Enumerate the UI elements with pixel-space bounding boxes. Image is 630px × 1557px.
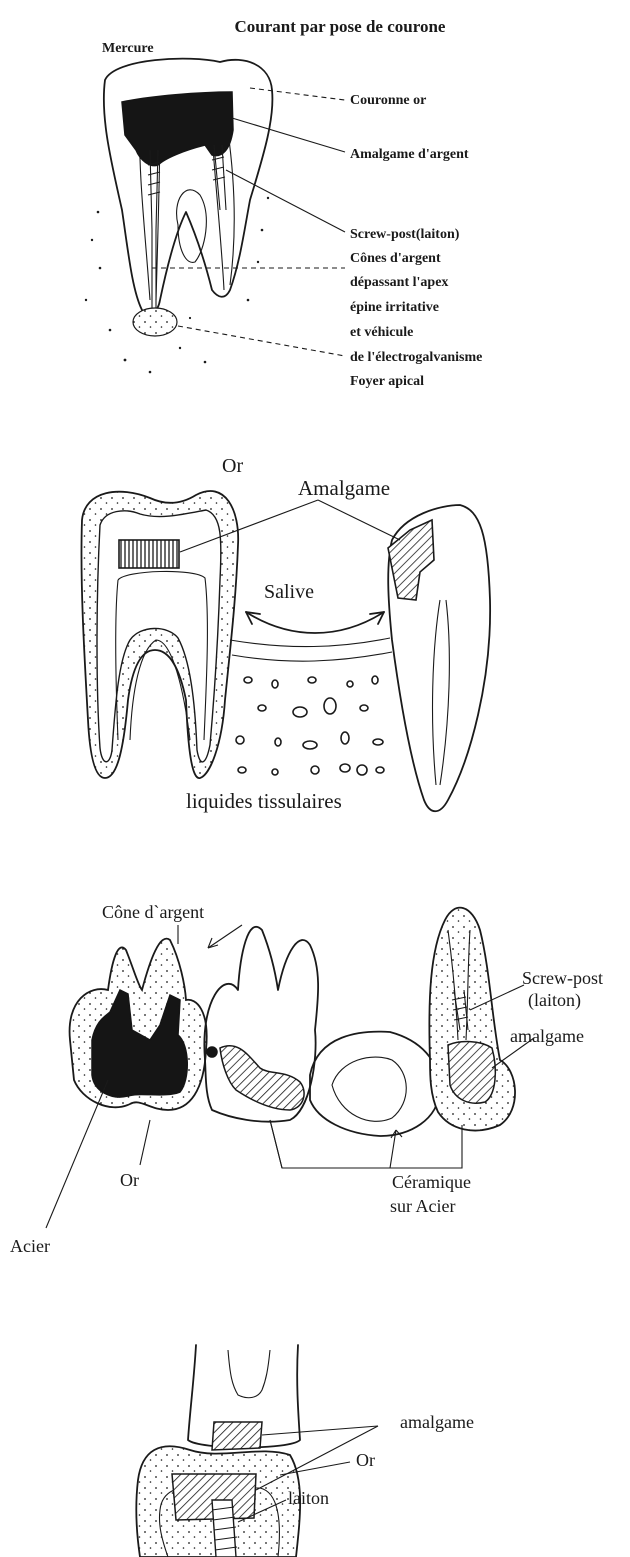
fig1-leader-foyer [178, 326, 345, 356]
fig3-arrow-ceramique [270, 1120, 402, 1168]
fig3-amalgame-label: amalgame [510, 1026, 584, 1046]
fig3-amalgam-middle [220, 1046, 304, 1110]
figure-3: Cône d`argent Screw-post (laiton) amalga… [10, 902, 603, 1256]
fig1-amalgam-core [122, 92, 233, 166]
fig1-label-couronne: Couronne or [350, 93, 426, 108]
fig3-leader-or [140, 1120, 150, 1165]
fig3-cone-label: Cône d`argent [102, 902, 204, 922]
fig3-ceramique-label: Céramique [392, 1172, 471, 1192]
fig3-laiton-label: (laiton) [528, 990, 581, 1011]
fig1-label-amalgame: Amalgame d'argent [350, 147, 469, 162]
fig2-premolar-pulp [433, 600, 450, 785]
fig3-amalgam-spot [207, 1047, 217, 1057]
fig4-laiton-label: laiton [288, 1488, 329, 1508]
fig1-label-apex: dépassant l'apex [350, 275, 448, 290]
fig2-liquides-label: liquides tissulaires [186, 789, 342, 813]
fig2-salive-label: Salive [264, 581, 314, 603]
fig1-leader-couronne [250, 88, 345, 100]
fig1-label-electro: de l'électrogalvanisme [350, 350, 482, 365]
fig1-specks [85, 197, 269, 374]
fig2-amalgame-label: Amalgame [298, 476, 390, 500]
fig3-or-label: Or [120, 1170, 139, 1190]
fig1-leader-screw [226, 170, 345, 232]
fig3-leader-acier [46, 1080, 108, 1228]
fig1-label-epine: épine irritative [350, 300, 439, 315]
fig1-mercure-label: Mercure [102, 41, 154, 56]
fig2-gingiva-line [230, 638, 390, 647]
fig4-amalgame-label: amalgame [400, 1412, 474, 1432]
fig2-gold-inlay [119, 540, 179, 568]
fig2-tissue-blobs [236, 676, 384, 775]
fig2-amalgam-filling [388, 520, 434, 600]
fig3-acier-label: Acier [10, 1236, 50, 1256]
fig2-gingiva-line-2 [232, 652, 392, 661]
fig4-or-label: Or [356, 1450, 375, 1470]
fig4-upper-pulp [228, 1350, 270, 1398]
fig1-title: Courant par pose de courone [235, 17, 446, 36]
fig1-silver-cone [152, 230, 156, 320]
fig3-suracier-label: sur Acier [390, 1196, 455, 1216]
fig3-bridge-pontic [310, 1032, 440, 1136]
fig2-salive-arrow [246, 612, 384, 633]
fig1-apical-focus [133, 308, 177, 336]
figure-1: Courant par pose de courone Mercure [85, 17, 483, 389]
fig3-leader-ceramique [270, 1120, 462, 1168]
fig3-screw-label: Screw-post [522, 968, 603, 988]
fig2-or-label: Or [222, 455, 243, 477]
fig3-cone-arrow [208, 925, 242, 948]
fig1-label-foyer: Foyer apical [350, 374, 424, 389]
fig1-leader-amalgame [232, 118, 345, 152]
fig1-label-screw: Screw-post(laiton) [350, 227, 460, 242]
fig2-leader-amalgame-right [318, 500, 400, 540]
fig1-label-vehicule: et véhicule [350, 325, 413, 340]
fig3-amalgam-right [448, 1042, 495, 1104]
figure-4: amalgame Or laiton [136, 1345, 474, 1557]
fig4-upper-amalgam [212, 1422, 262, 1450]
figure-2: Or Amalgame Salive [81, 455, 490, 813]
fig1-label-cones: Cônes d'argent [350, 251, 441, 266]
fig4-leader-amalgame-up [262, 1426, 378, 1435]
fig3-bridge-core [332, 1057, 406, 1121]
